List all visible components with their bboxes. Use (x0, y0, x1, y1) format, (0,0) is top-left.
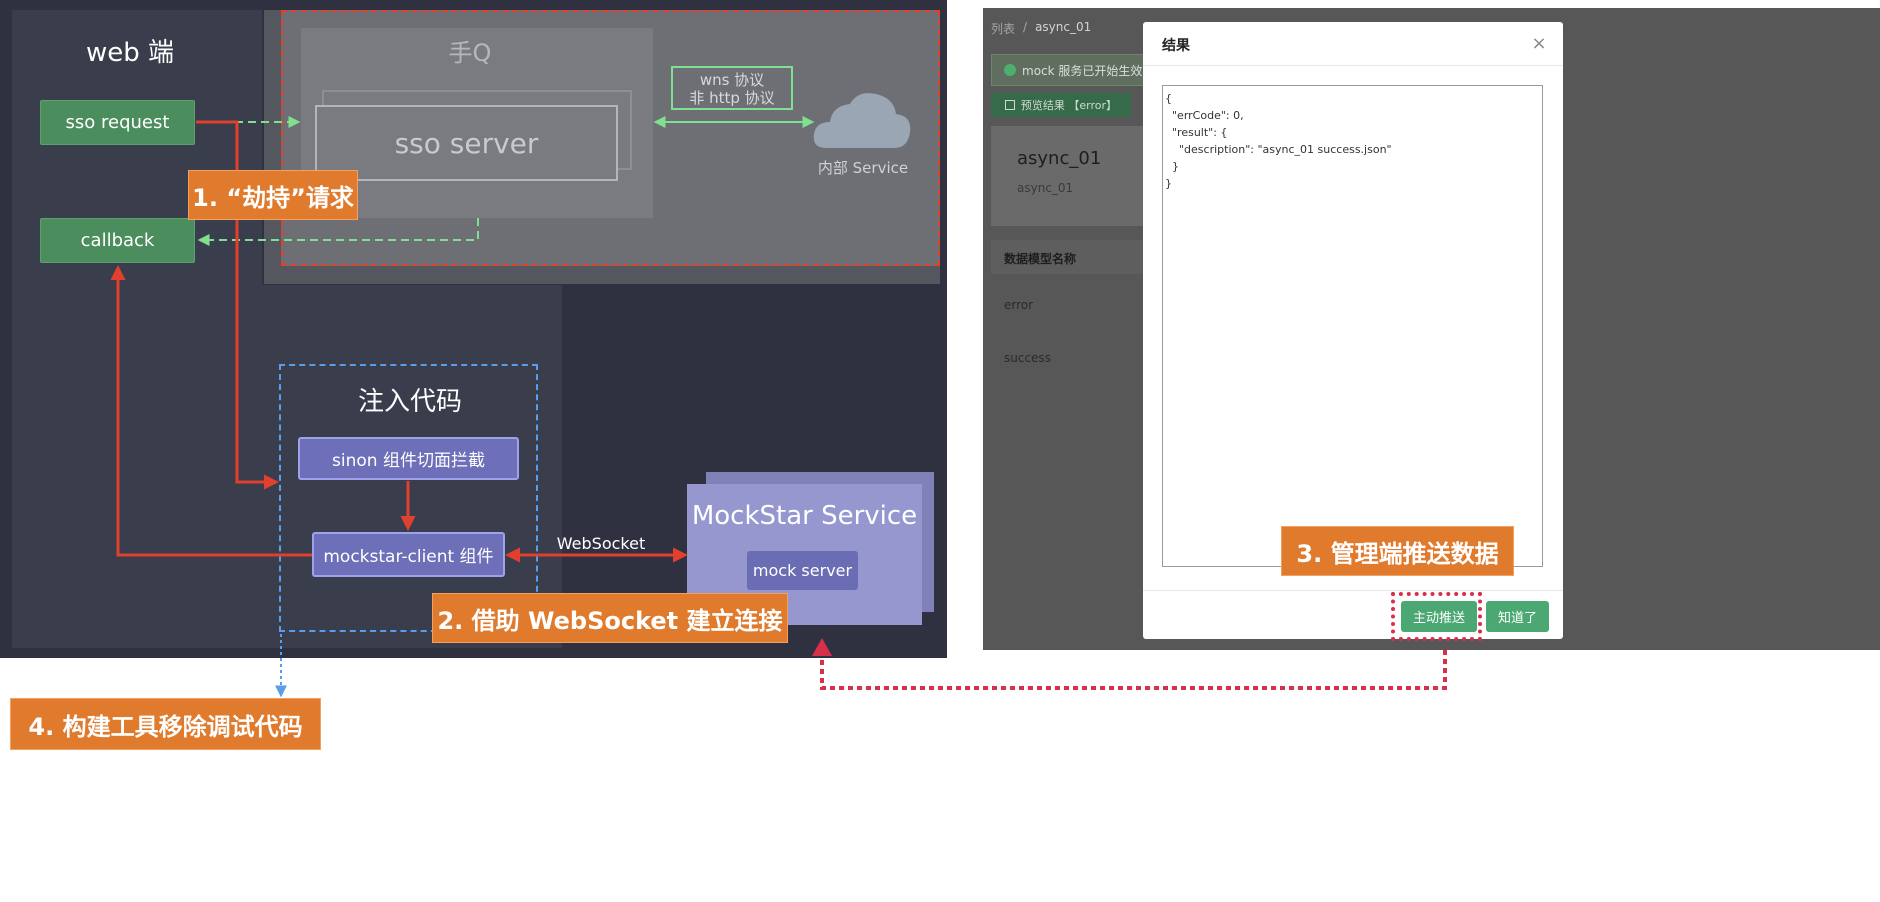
arrow-push-head (812, 638, 832, 656)
wns-line-1: wns 协议 (699, 71, 765, 89)
callout-3: 3. 管理端推送数据 (1281, 526, 1514, 576)
modal-title: 结果 (1162, 38, 1190, 54)
callout-4: 4. 构建工具移除调试代码 (10, 698, 321, 750)
callout-2: 2. 借助 WebSocket 建立连接 (432, 593, 788, 643)
mock-server-box: mock server (747, 551, 858, 590)
notice-text: mock 服务已开始生效! (1022, 63, 1148, 78)
mockstar-client-box: mockstar-client 组件 (312, 532, 505, 577)
detail-card (991, 126, 1161, 226)
preview-result-button[interactable]: 预览结果 【error】 (991, 93, 1131, 117)
sso-request-box: sso request (40, 100, 195, 145)
breadcrumb: 列表 / async_01 (991, 20, 1091, 40)
card-title: async_01 (1017, 148, 1102, 169)
sq-title: 手Q (448, 38, 492, 67)
close-icon[interactable]: × (1531, 32, 1547, 54)
ok-button[interactable]: 知道了 (1486, 601, 1549, 632)
inner-service-label: 内部 Service (817, 158, 909, 177)
breadcrumb-item: async_01 (1035, 20, 1092, 34)
breadcrumb-list[interactable]: 列表 (991, 22, 1016, 36)
table-header-row (991, 240, 1161, 274)
wns-protocol-box: wns 协议 非 http 协议 (671, 66, 793, 110)
callback-box: callback (40, 218, 195, 263)
wns-line-2: 非 http 协议 (689, 89, 775, 107)
arrow-push-to-service (820, 641, 1447, 690)
check-circle-icon (1004, 64, 1016, 76)
table-header-name: 数据模型名称 (1004, 252, 1077, 266)
result-json-textarea[interactable]: { "errCode": 0, "result": { "description… (1162, 85, 1543, 567)
cloud-icon (813, 93, 911, 148)
arrow-server-to-callback (197, 218, 479, 246)
inject-code-region (279, 364, 538, 632)
push-button[interactable]: 主动推送 (1401, 601, 1477, 632)
sinon-box: sinon 组件切面拦截 (298, 437, 519, 480)
breadcrumb-separator: / (1023, 20, 1028, 34)
mockstar-service-title: MockStar Service (691, 501, 918, 531)
web-title: web 端 (85, 37, 175, 68)
arrow-request-to-sinon (196, 120, 279, 490)
modal-header-divider (1143, 65, 1563, 66)
push-button-highlight (1391, 592, 1482, 641)
list-icon (1004, 100, 1015, 110)
arrow-client-to-callback (110, 265, 312, 557)
callout-1: 1. “劫持”请求 (188, 170, 358, 220)
sso-server-box: sso server (315, 105, 618, 181)
preview-result-label: 预览结果 【error】 (1020, 99, 1118, 112)
modal-footer-divider (1143, 590, 1563, 591)
table-row-error[interactable]: error (1004, 298, 1034, 312)
table-row-success[interactable]: success (1004, 351, 1051, 365)
card-subtitle: async_01 (1017, 181, 1074, 195)
inject-title: 注入代码 (357, 386, 462, 417)
